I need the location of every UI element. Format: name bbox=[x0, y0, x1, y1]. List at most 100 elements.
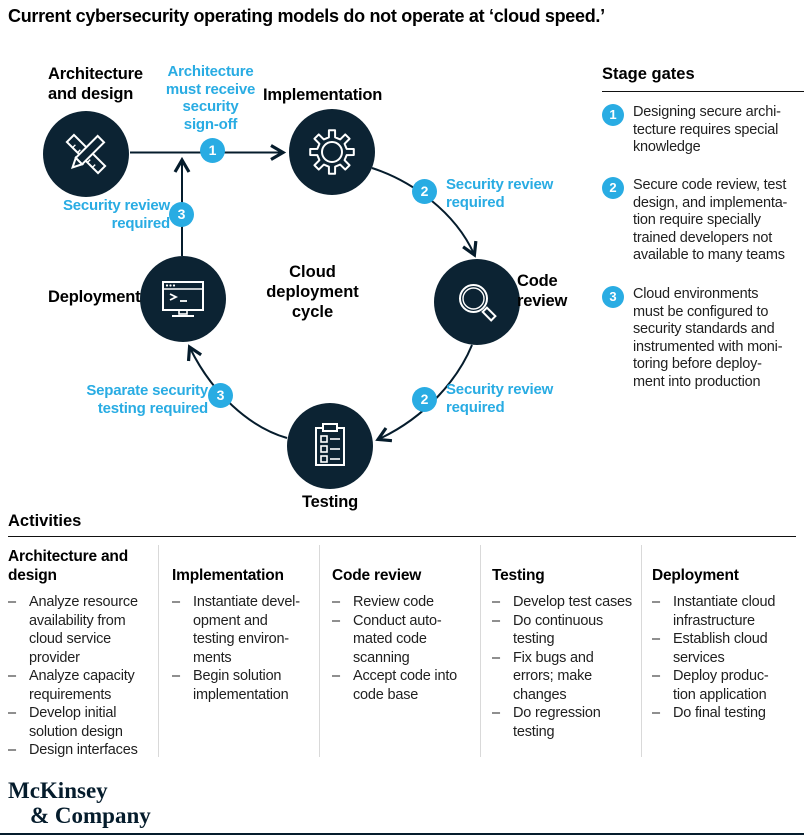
stage-circle-testing bbox=[287, 403, 373, 489]
activity-item: –Review code bbox=[332, 593, 472, 612]
activities-column-code-review: Code review –Review code –Conduct auto- … bbox=[332, 546, 472, 704]
cloud-deployment-cycle-diagram: Architecture and design Implementation C… bbox=[0, 60, 600, 511]
bullet-dash: – bbox=[8, 594, 16, 610]
stage-gate-badge-1: 1 bbox=[602, 104, 624, 126]
column-bullets: –Analyze resource availability from clou… bbox=[8, 593, 150, 760]
activity-text: Do regression testing bbox=[513, 705, 601, 740]
stage-gate-text-1: Designing secure archi- tecture requires… bbox=[633, 104, 781, 155]
column-header: Deployment bbox=[652, 567, 739, 584]
stage-label-architecture: Architecture and design bbox=[48, 65, 143, 103]
magnifier-icon bbox=[459, 284, 497, 322]
stage-gate-badge-3: 3 bbox=[602, 286, 624, 308]
column-header: Testing bbox=[492, 567, 545, 584]
column-bullets: –Instantiate cloud infrastructure –Estab… bbox=[652, 593, 798, 723]
activities-column-implementation: Implementation –Instantiate devel- opmen… bbox=[172, 546, 312, 704]
activity-text: Establish cloud services bbox=[673, 631, 768, 666]
activity-item: –Develop test cases bbox=[492, 593, 632, 612]
gate-badge-3-left: 3 bbox=[169, 202, 194, 227]
activity-text: Instantiate devel- opment and testing en… bbox=[193, 594, 300, 666]
arrow-testing-to-deployment bbox=[186, 344, 288, 439]
column-divider bbox=[319, 545, 320, 757]
activity-item: –Design interfaces bbox=[8, 741, 150, 760]
activity-text: Do final testing bbox=[673, 705, 766, 721]
bullet-dash: – bbox=[332, 668, 340, 684]
column-header: Code review bbox=[332, 567, 422, 584]
bullet-dash: – bbox=[332, 594, 340, 610]
column-header: Implementation bbox=[172, 567, 284, 584]
activity-item: –Instantiate cloud infrastructure bbox=[652, 593, 798, 630]
bullet-dash: – bbox=[652, 594, 660, 610]
activity-text: Analyze resource availability from cloud… bbox=[29, 594, 138, 666]
stage-label-implementation: Implementation bbox=[263, 86, 383, 104]
stage-gate-item: 1 Designing secure archi- tecture requir… bbox=[602, 104, 781, 157]
stage-label-code-review: Code review bbox=[517, 272, 568, 310]
bullet-dash: – bbox=[492, 649, 500, 666]
bullet-dash: – bbox=[332, 612, 340, 629]
gate-badge-2-bottom: 2 bbox=[412, 387, 437, 412]
column-bullets: –Review code –Conduct auto- mated code s… bbox=[332, 593, 472, 704]
gate-badge-2-top: 2 bbox=[412, 179, 437, 204]
stage-gate-text-3: Cloud environments must be configured to… bbox=[633, 286, 783, 390]
stage-gate-badge-2: 2 bbox=[602, 177, 624, 199]
logo-line-2: & Company bbox=[30, 803, 151, 828]
gear-icon bbox=[309, 129, 355, 175]
activity-item: –Analyze capacity requirements bbox=[8, 667, 150, 704]
activity-item: –Do regression testing bbox=[492, 704, 632, 741]
activity-text: Begin solution implementation bbox=[193, 668, 289, 703]
bullet-dash: – bbox=[492, 612, 500, 629]
terminal-monitor-icon bbox=[162, 281, 204, 317]
column-divider bbox=[480, 545, 481, 757]
logo-line-1: McKinsey bbox=[8, 778, 108, 803]
bullet-dash: – bbox=[8, 668, 16, 684]
gate-note-review-bottom-right: Security review required bbox=[446, 381, 554, 416]
activity-text: Fix bugs and errors; make changes bbox=[513, 649, 594, 703]
activity-text: Develop test cases bbox=[513, 594, 632, 610]
page-title: Current cybersecurity operating models d… bbox=[8, 6, 605, 26]
activity-text: Do continuous testing bbox=[513, 612, 604, 648]
activity-item: –Begin solution implementation bbox=[172, 667, 312, 704]
stage-gate-text-2: Secure code review, test design, and imp… bbox=[633, 177, 788, 263]
column-divider bbox=[641, 545, 642, 757]
stage-gate-item: 2 Secure code review, test design, and i… bbox=[602, 177, 787, 265]
activity-item: –Do continuous testing bbox=[492, 612, 632, 649]
bullet-dash: – bbox=[172, 594, 180, 610]
stage-circle-deployment bbox=[140, 256, 226, 342]
stage-circle-architecture bbox=[43, 111, 129, 197]
activity-text: Develop initial solution design bbox=[29, 705, 123, 740]
stage-gates-panel: Stage gates 1 Designing secure archi- te… bbox=[602, 60, 804, 390]
stage-gates-title: Stage gates bbox=[602, 65, 695, 83]
bullet-dash: – bbox=[8, 705, 16, 721]
bullet-dash: – bbox=[652, 668, 660, 684]
gate-badge-1: 1 bbox=[200, 138, 225, 163]
gate-badge-3-bottom: 3 bbox=[208, 383, 233, 408]
activity-text: Design interfaces bbox=[29, 742, 138, 758]
activities-column-testing: Testing –Develop test cases –Do continuo… bbox=[492, 546, 632, 741]
stage-circle-code-review bbox=[434, 259, 520, 345]
bullet-dash: – bbox=[652, 631, 660, 647]
column-header: Architecture and design bbox=[8, 548, 128, 584]
pencil-ruler-icon bbox=[65, 133, 107, 175]
arrow-code-review-to-testing bbox=[375, 344, 473, 443]
bullet-dash: – bbox=[492, 594, 500, 610]
activities-section: Activities Architecture and design –Anal… bbox=[0, 505, 804, 775]
activities-rule bbox=[8, 536, 796, 537]
activities-column-deployment: Deployment –Instantiate cloud infrastruc… bbox=[652, 546, 798, 723]
stage-circle-implementation bbox=[289, 109, 375, 195]
activity-text: Deploy produc- tion application bbox=[673, 668, 769, 703]
clipboard-checklist-icon bbox=[315, 423, 345, 466]
column-divider bbox=[158, 545, 159, 757]
bullet-dash: – bbox=[172, 668, 180, 684]
mckinsey-logo: McKinsey & Company bbox=[8, 778, 151, 828]
activity-text: Instantiate cloud infrastructure bbox=[673, 594, 776, 629]
bullet-dash: – bbox=[492, 705, 500, 721]
gate-note-sign-off: Architecture must receive security sign-… bbox=[165, 63, 256, 133]
stage-gate-item: 3 Cloud environments must be configured … bbox=[602, 286, 783, 391]
activities-column-architecture: Architecture and design –Analyze resourc… bbox=[8, 546, 150, 760]
activity-item: –Accept code into code base bbox=[332, 667, 472, 704]
stage-label-deployment: Deployment bbox=[48, 288, 141, 306]
stage-gates-rule bbox=[602, 91, 804, 92]
activity-item: –Analyze resource availability from clou… bbox=[8, 593, 150, 667]
column-bullets: –Develop test cases –Do continuous testi… bbox=[492, 593, 632, 741]
activity-item: –Establish cloud services bbox=[652, 630, 798, 667]
